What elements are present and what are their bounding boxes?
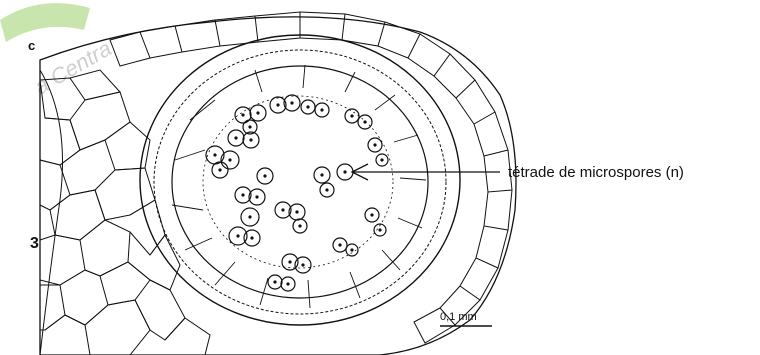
tetrad xyxy=(235,187,265,205)
tetrad xyxy=(229,208,260,246)
tetrad xyxy=(314,167,334,197)
tetrad xyxy=(365,208,386,236)
connective-boundary xyxy=(40,70,63,355)
watermark: a Centra xyxy=(0,3,116,99)
middle-layer xyxy=(154,50,446,314)
panel-letter: c xyxy=(28,38,35,53)
epidermis-cells xyxy=(110,12,512,343)
tetrad xyxy=(228,130,259,148)
tetrad xyxy=(275,202,307,233)
tetrad xyxy=(368,138,388,166)
watermark-logo xyxy=(0,3,90,42)
margin-glyph: 3 xyxy=(30,235,39,252)
tetrad xyxy=(268,275,295,291)
microspore-tetrads xyxy=(206,95,388,291)
anther-tissue xyxy=(40,12,516,355)
scale-bar-label: 0,1 mm xyxy=(440,311,477,323)
tetrad xyxy=(301,100,329,117)
annotation-label: tétrade de microspores (n) xyxy=(508,164,684,181)
endothecium-layer xyxy=(140,35,460,325)
tetrad xyxy=(345,109,372,129)
tetrad xyxy=(333,238,358,256)
connective-cells xyxy=(40,70,210,355)
tetrad xyxy=(282,254,311,273)
pollen-sac xyxy=(140,35,460,325)
annotation-pointer xyxy=(352,164,500,180)
tetrad xyxy=(206,146,239,178)
watermark-text: a Centra xyxy=(30,35,116,99)
tetrad xyxy=(270,95,300,113)
scale-bar: 0,1 mm xyxy=(440,311,492,326)
tetrad xyxy=(235,105,266,134)
